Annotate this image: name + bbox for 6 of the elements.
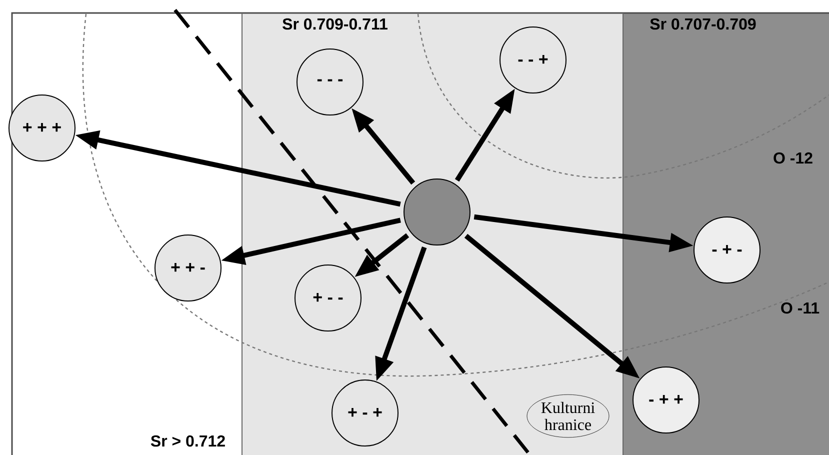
zone-label: O -11	[781, 302, 820, 314]
center-circle	[404, 178, 470, 246]
zone-label: O -12	[774, 152, 812, 164]
zone-label: Sr 0.709-0.711	[282, 18, 388, 30]
zone-label: Sr 0.707-0.709	[650, 18, 756, 30]
zone-label: Sr > 0.712	[150, 435, 225, 447]
